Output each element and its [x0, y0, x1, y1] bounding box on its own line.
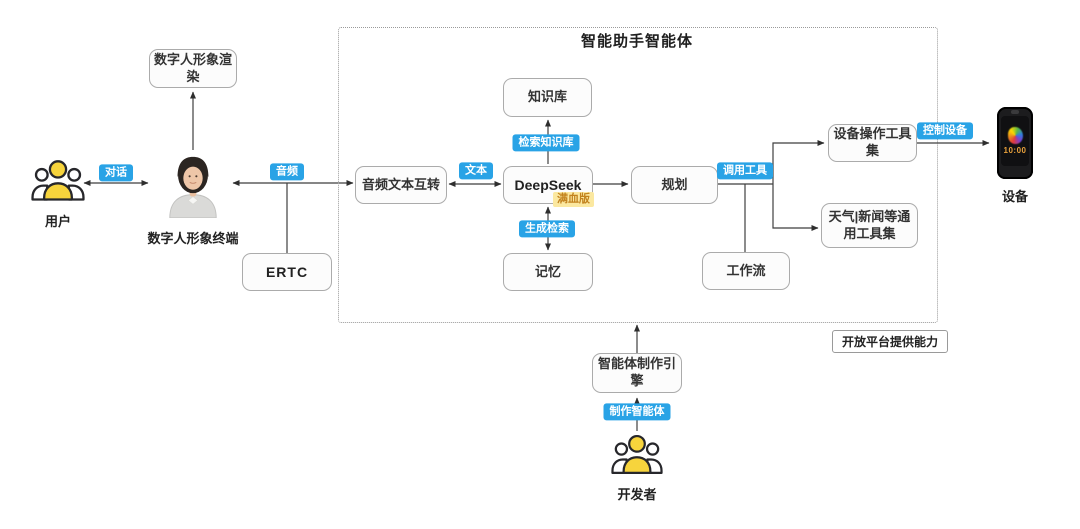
node-planning: 规划 — [631, 166, 718, 204]
node-memory: 记忆 — [503, 253, 593, 291]
edge-branch-devicetools — [772, 140, 825, 184]
device-camera-dot — [1011, 110, 1019, 114]
edge-label-text: 文本 — [459, 162, 493, 180]
agent-container-frame — [338, 27, 938, 323]
edge-label-dialog: 对话 — [99, 164, 133, 182]
developer-group-icon — [611, 434, 663, 474]
node-device-toolset: 设备操作工具集 — [828, 124, 917, 162]
deepseek-fullversion-badge: 满血版 — [553, 191, 594, 207]
node-knowledge-base: 知识库 — [503, 78, 592, 117]
device-screen: 10:00 — [1001, 116, 1029, 166]
node-digital-human-render: 数字人形象渲染 — [149, 49, 237, 88]
node-ertc: ERTC — [242, 253, 332, 291]
edge-label-call-tools: 调用工具 — [717, 162, 773, 180]
edge-label-control-device: 控制设备 — [917, 122, 973, 140]
device-label: 设备 — [1001, 189, 1028, 204]
device-logo-icon — [1007, 127, 1023, 144]
edge-label-make-agent: 制作智能体 — [603, 403, 671, 421]
node-audio-text-convert: 音频文本互转 — [355, 166, 447, 204]
node-agent-builder-engine: 智能体制作引擎 — [592, 353, 682, 393]
device-image: 10:00 — [997, 107, 1033, 179]
developer-label: 开发者 — [617, 487, 657, 502]
digital-human-avatar-image — [169, 156, 217, 218]
node-general-toolset: 天气|新闻等通用工具集 — [821, 203, 918, 248]
edge-label-retrieve-knowledge: 检索知识库 — [512, 134, 580, 152]
node-workflow: 工作流 — [702, 252, 790, 290]
node-deepseek: DeepSeek 满血版 — [503, 166, 594, 207]
edge-label-generate-retrieve: 生成检索 — [519, 220, 575, 238]
user-label: 用户 — [44, 214, 71, 229]
device-clock: 10:00 — [1003, 146, 1027, 155]
edge-branch-generaltools — [772, 184, 819, 231]
agent-container-title: 智能助手智能体 — [580, 33, 693, 50]
user-group-icon — [31, 160, 85, 201]
edge-label-audio: 音频 — [270, 163, 304, 181]
digital-human-terminal-label: 数字人形象终端 — [147, 231, 239, 246]
open-platform-note: 开放平台提供能力 — [832, 330, 949, 353]
